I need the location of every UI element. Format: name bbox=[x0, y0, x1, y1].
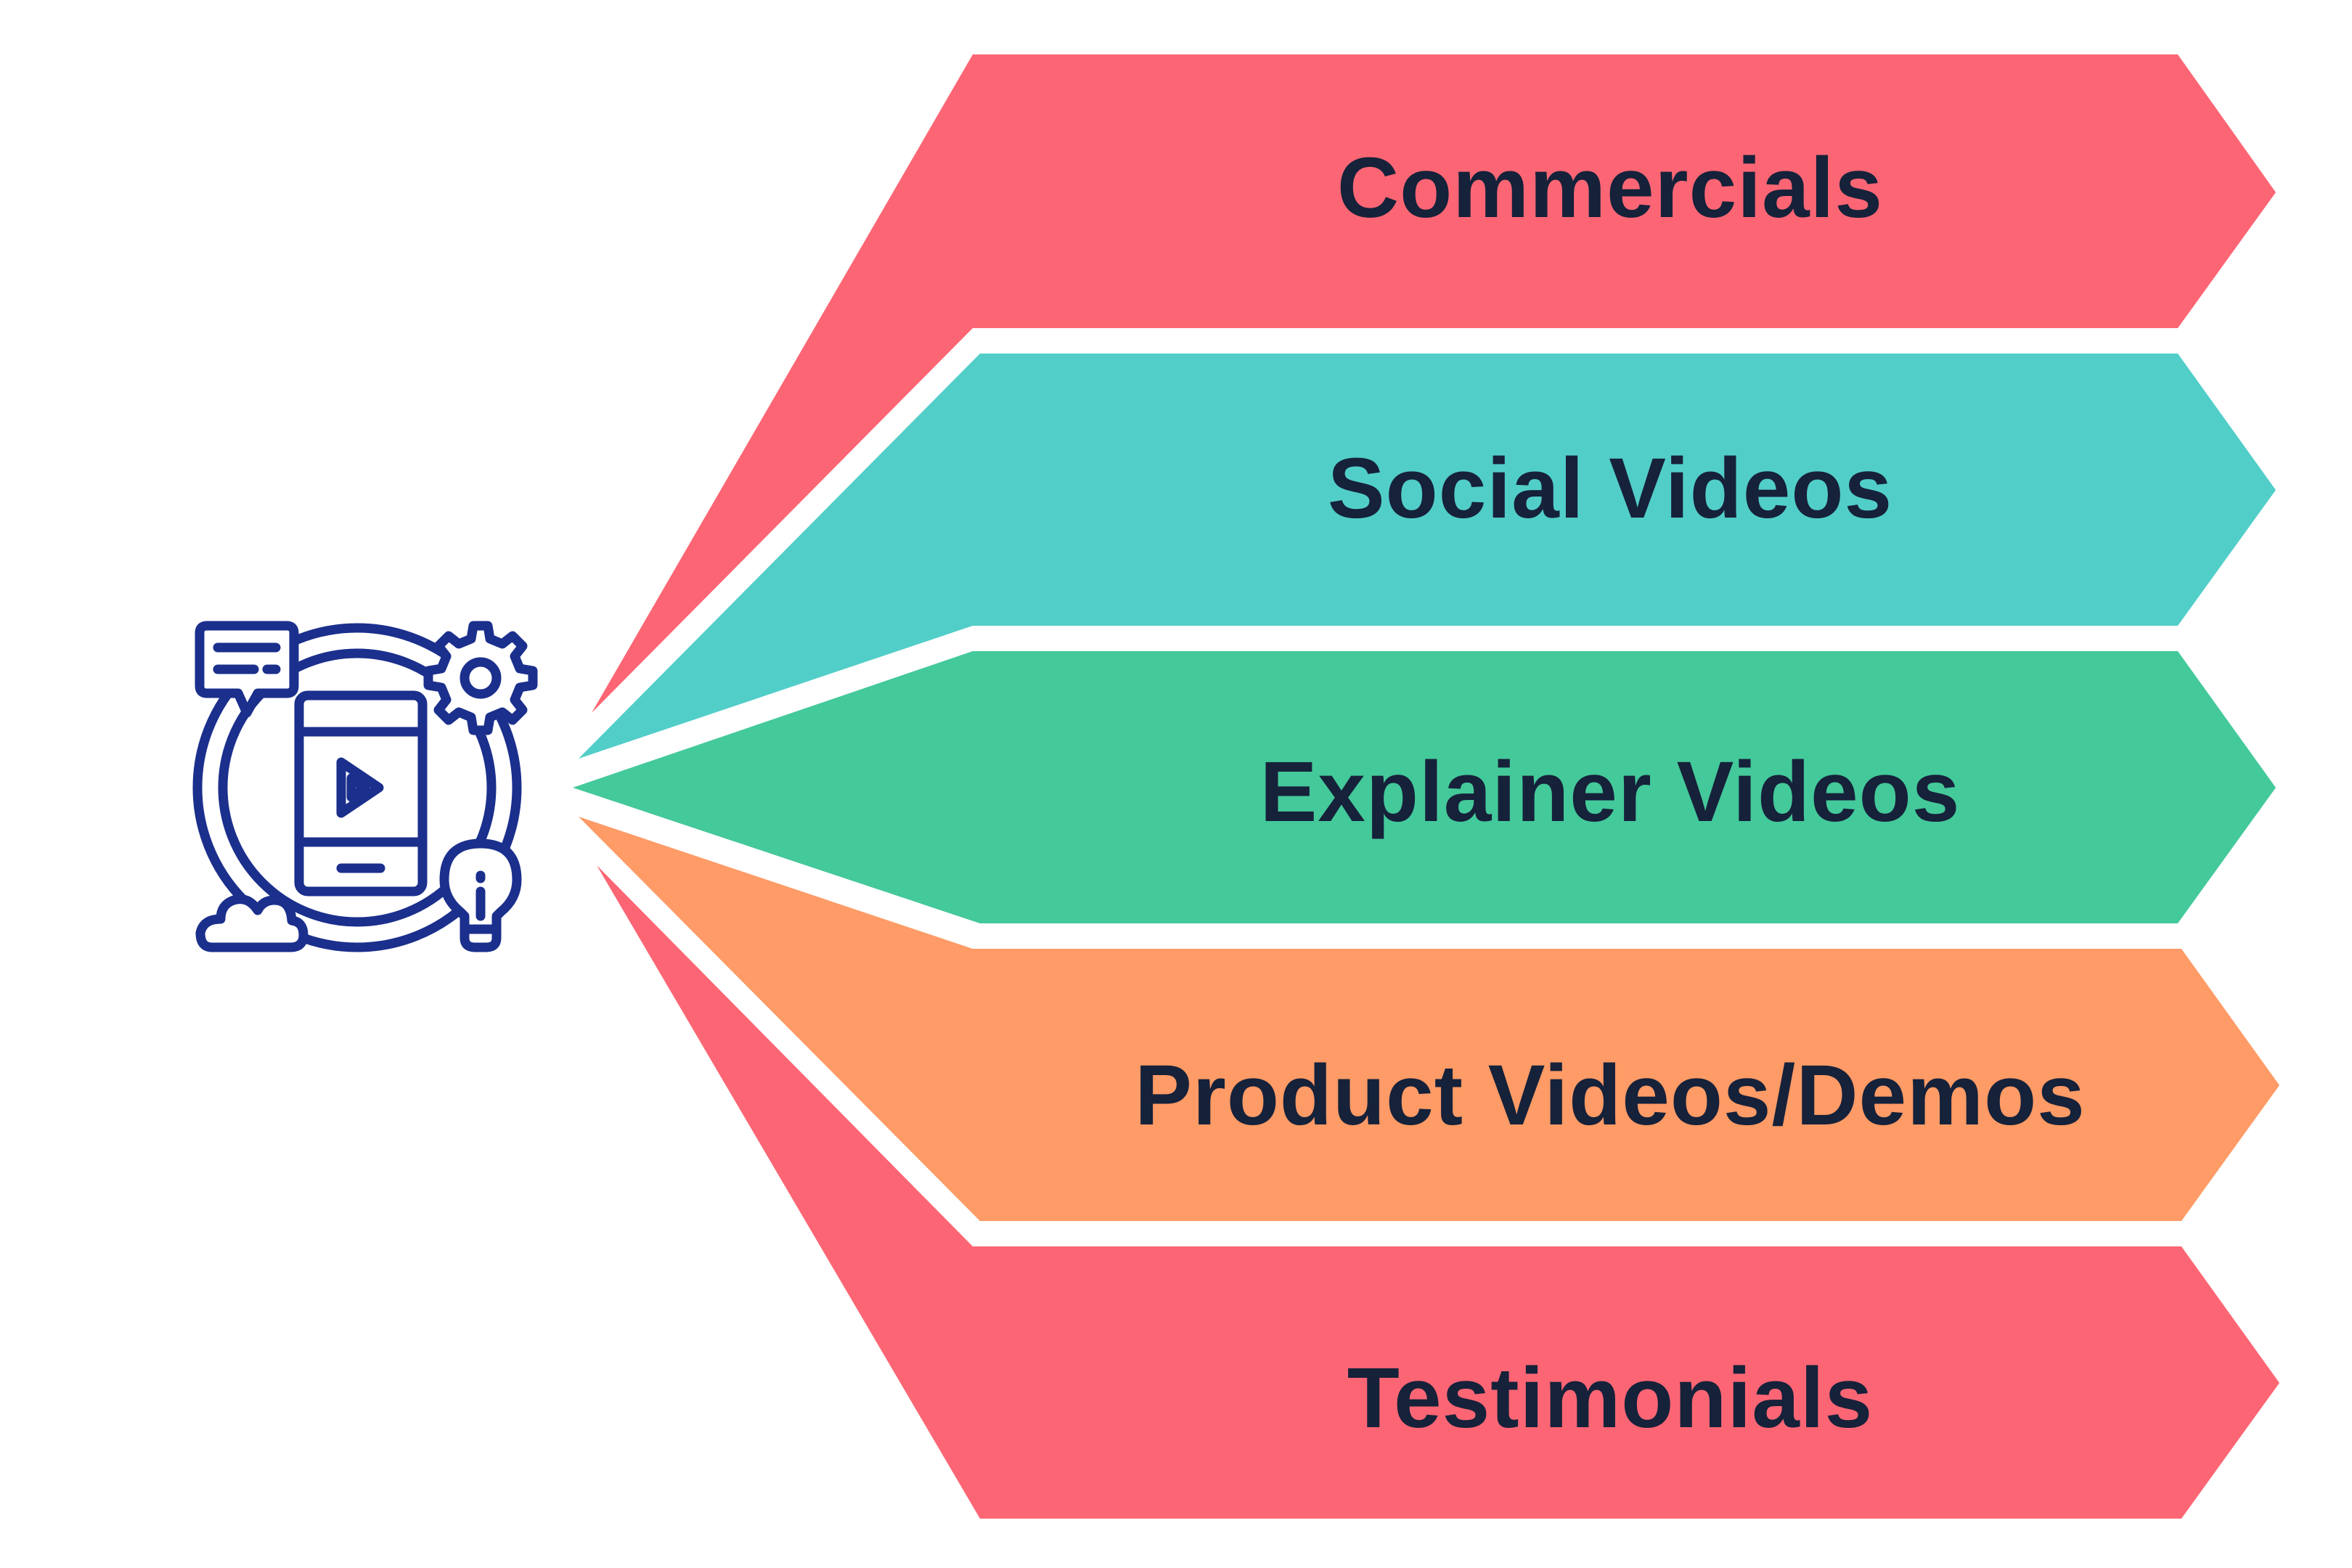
gear-icon bbox=[423, 621, 538, 735]
banner-label-explainer-videos: Explainer Videos bbox=[1260, 744, 1961, 840]
banner-product-videos-demos bbox=[579, 817, 2279, 1221]
banner-commercials bbox=[592, 54, 2276, 713]
phone-icon bbox=[294, 690, 428, 897]
outer-ring-icon bbox=[192, 623, 522, 952]
banner-explainer-videos bbox=[573, 651, 2276, 923]
banner-social-videos bbox=[579, 354, 2276, 759]
label-group: Commercials Social Videos Explainer Vide… bbox=[1135, 140, 2086, 1446]
banner-label-social-videos: Social Videos bbox=[1328, 441, 1892, 536]
mobile-video-marketing-icon bbox=[192, 621, 538, 952]
cloud-icon bbox=[195, 894, 309, 952]
banner-group bbox=[573, 54, 2279, 1519]
lightbulb-icon bbox=[439, 838, 522, 952]
chat-bubble-icon bbox=[195, 621, 299, 718]
banner-label-commercials: Commercials bbox=[1337, 140, 1883, 236]
inner-ring-icon bbox=[218, 648, 497, 927]
banner-testimonials bbox=[597, 865, 2279, 1519]
banner-label-testimonials: Testimonials bbox=[1347, 1350, 1874, 1446]
banner-label-product-videos-demos: Product Videos/Demos bbox=[1135, 1048, 2086, 1143]
play-icon bbox=[336, 757, 384, 818]
